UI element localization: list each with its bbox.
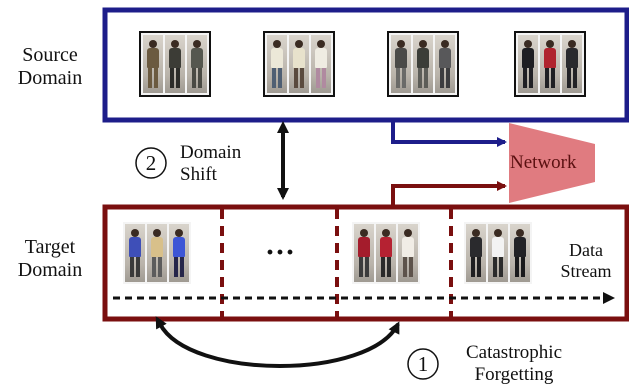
source-image-group-4 (514, 31, 586, 97)
target-domain-label: Target Domain (17, 236, 83, 281)
network-shape (509, 123, 595, 203)
person-thumbnail (510, 224, 530, 282)
person-thumbnail (562, 35, 582, 93)
target-image-group-1 (123, 222, 191, 284)
domain-shift-label: Domain Shift (180, 142, 242, 185)
person-thumbnail (540, 35, 560, 93)
person-thumbnail (488, 224, 508, 282)
source-to-network-arrow (391, 120, 507, 147)
target-image-group-3 (464, 222, 532, 284)
source-domain-box (102, 7, 629, 123)
person-thumbnail (518, 35, 538, 93)
person-thumbnail (398, 224, 418, 282)
person-thumbnail (289, 35, 309, 93)
target-image-group-2 (352, 222, 420, 284)
person-thumbnail (187, 35, 207, 93)
person-thumbnail (435, 35, 455, 93)
person-thumbnail (311, 35, 331, 93)
person-thumbnail (143, 35, 163, 93)
data-stream-label: Data Stream (560, 240, 612, 281)
source-image-group-1 (139, 31, 211, 97)
person-thumbnail (169, 224, 189, 282)
catastrophic-forgetting-label: Catastrophic Forgetting (465, 342, 563, 385)
person-thumbnail (413, 35, 433, 93)
person-thumbnail (165, 35, 185, 93)
person-thumbnail (125, 224, 145, 282)
person-thumbnail (391, 35, 411, 93)
person-thumbnail (147, 224, 167, 282)
step-1-circle (407, 348, 439, 380)
source-image-group-2 (263, 31, 335, 97)
step-2-number: 2 (145, 151, 157, 175)
step-1-number: 1 (417, 352, 429, 376)
network-label: Network (510, 152, 577, 173)
ellipsis-label: ··· (264, 236, 295, 269)
person-thumbnail (376, 224, 396, 282)
source-domain-label: Source Domain (17, 44, 83, 89)
person-thumbnail (466, 224, 486, 282)
source-image-group-3 (387, 31, 459, 97)
step-2-circle (135, 147, 167, 179)
person-thumbnail (354, 224, 374, 282)
person-thumbnail (267, 35, 287, 93)
catastrophic-forgetting-arrow (155, 316, 400, 368)
target-to-network-arrow (391, 181, 507, 207)
